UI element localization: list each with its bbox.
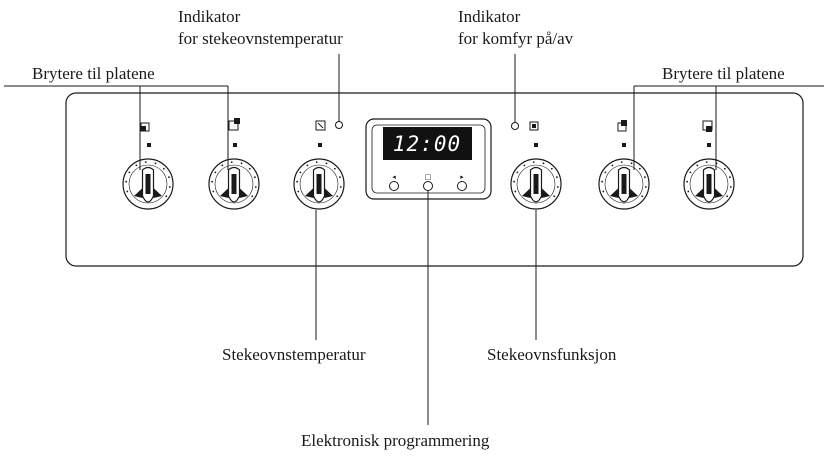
hotplate-knob-2[interactable] xyxy=(208,158,260,210)
hotplate-symbol-3 xyxy=(617,120,627,132)
oven-temperature-indicator-light xyxy=(335,121,343,129)
label-indicator-oven-line2: for stekeovnstemperatur xyxy=(178,29,343,48)
hotplate-symbol-1 xyxy=(140,122,150,132)
timer-display xyxy=(383,127,472,160)
label-oven-function: Stekeovnsfunksjon xyxy=(487,345,617,364)
timer-plus-symbol: ▸ xyxy=(460,173,464,181)
label-oven-temperature: Stekeovnstemperatur xyxy=(222,345,366,364)
power-symbol xyxy=(529,121,539,131)
timer-plus-button[interactable] xyxy=(457,181,467,191)
leader-lines xyxy=(139,54,717,425)
timer-mode-button[interactable] xyxy=(423,181,433,191)
knob-marker-2 xyxy=(233,143,237,147)
timer-minus-button[interactable] xyxy=(389,181,399,191)
electronic-timer-module: 12:00 ◂ □ ▸ xyxy=(365,118,492,200)
oven-symbol xyxy=(315,120,326,131)
knob-marker-5 xyxy=(622,143,626,147)
timer-minus-symbol: ◂ xyxy=(392,173,396,181)
hotplate-knob-3[interactable] xyxy=(598,158,650,210)
label-indicator-power-line1: Indikator xyxy=(458,7,521,26)
knob-marker-3 xyxy=(318,143,322,147)
knob-marker-6 xyxy=(707,143,711,147)
label-indicator-oven-line1: Indikator xyxy=(178,7,241,26)
timer-display-text: 12:00 xyxy=(393,132,461,156)
hotplate-symbol-4 xyxy=(702,120,713,132)
label-hotplate-switches-left: Brytere til platene xyxy=(32,64,155,83)
hotplate-knob-1[interactable] xyxy=(122,158,174,210)
knob-marker-1 xyxy=(147,143,151,147)
knob-marker-4 xyxy=(534,143,538,147)
hotplate-symbol-2 xyxy=(228,118,240,131)
oven-temperature-knob[interactable] xyxy=(293,158,345,210)
hotplate-knob-4[interactable] xyxy=(683,158,735,210)
label-electronic-programming: Elektronisk programmering xyxy=(301,431,490,450)
label-indicator-power-line2: for komfyr på/av xyxy=(458,29,574,48)
label-hotplate-switches-right: Brytere til platene xyxy=(662,64,785,83)
oven-function-knob[interactable] xyxy=(510,158,562,210)
power-indicator-light xyxy=(511,122,519,130)
timer-mode-symbol: □ xyxy=(425,173,432,181)
